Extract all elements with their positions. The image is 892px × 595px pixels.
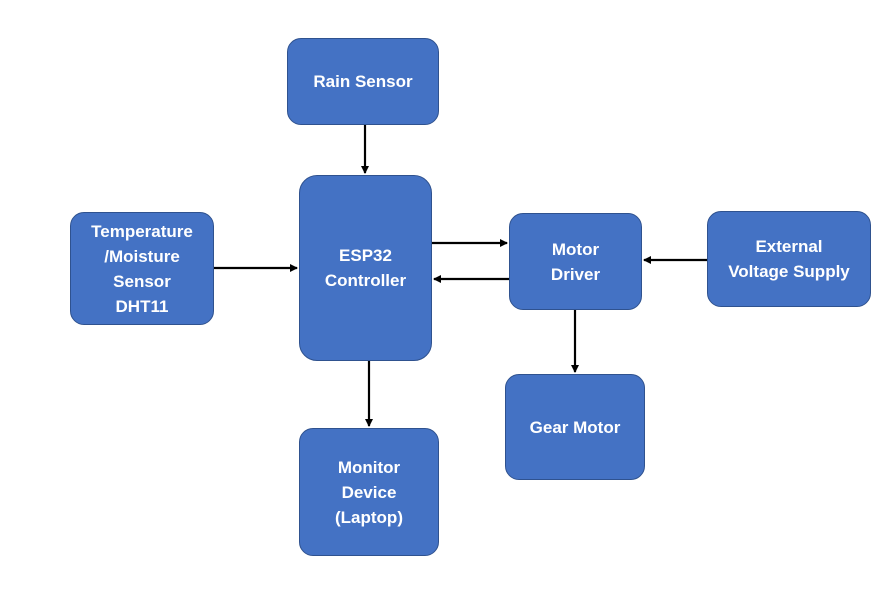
motor-driver-label: Motor Driver — [550, 239, 601, 284]
external-voltage-supply-label: External Voltage Supply — [728, 237, 850, 281]
monitor-device-label: Monitor Device (Laptop) — [335, 457, 403, 527]
rain-sensor-label: Rain Sensor — [313, 72, 413, 91]
gear-motor-label: Gear Motor — [529, 417, 621, 437]
monitor-device-block: Monitor Device (Laptop) — [299, 428, 439, 556]
rain-sensor-block: Rain Sensor — [287, 38, 439, 125]
external-voltage-supply-block: External Voltage Supply — [707, 211, 871, 307]
esp32-controller-label: ESP32 Controller — [324, 246, 407, 290]
temperature-sensor-block: Temperature /Moisture Sensor DHT11 — [70, 212, 214, 325]
gear-motor-block: Gear Motor — [505, 374, 645, 480]
motor-driver-block: Motor Driver — [509, 213, 642, 310]
temperature-sensor-label: Temperature /Moisture Sensor DHT11 — [91, 221, 193, 316]
esp32-controller-block: ESP32 Controller — [299, 175, 432, 361]
